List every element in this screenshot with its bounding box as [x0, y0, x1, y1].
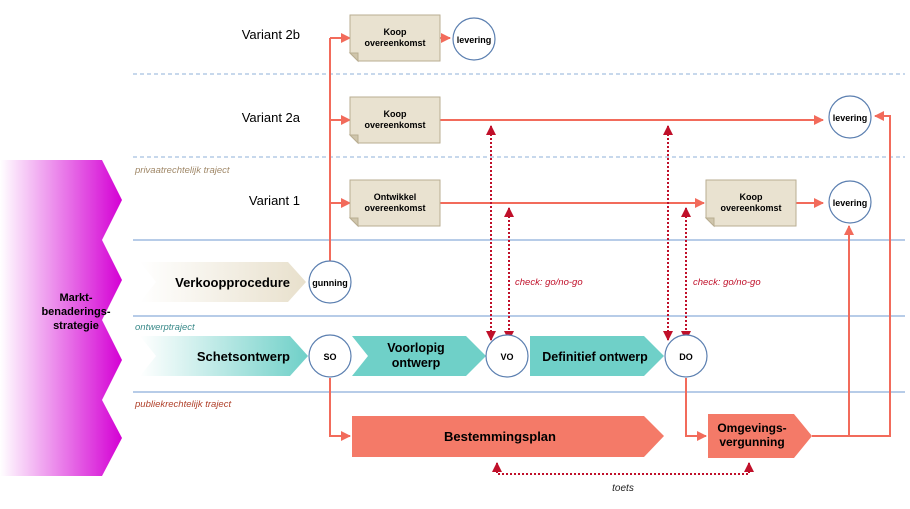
so-label: SO — [323, 352, 336, 362]
levering-2b-circle: levering — [452, 17, 496, 61]
toets-annotation: toets — [612, 483, 634, 494]
koop-1-label-line-1: Koop — [740, 192, 763, 202]
definitief-ontwerp-label: Definitief ontwerp — [542, 350, 648, 364]
gunning-circle: gunning — [308, 260, 352, 304]
koop-2a-label-line-2: overeenkomst — [364, 120, 425, 130]
schetsontwerp-label: Schetsontwerp — [197, 349, 290, 364]
bestemmingsplan-arrow: Bestemmingsplan — [352, 416, 664, 457]
sidebar-label: Markt-benaderings-strategie — [41, 292, 110, 332]
sidebar-label-line-2: benaderings- — [41, 306, 110, 318]
track-publiek-label: publiekrechtelijk traject — [134, 399, 231, 410]
check-annotation-1: check: go/no-go — [515, 277, 583, 288]
flow-do-omgevings — [685, 378, 707, 441]
sidebar-chevron — [0, 160, 122, 476]
levering-2a-circle: levering — [828, 95, 872, 139]
schetsontwerp-arrow: Schetsontwerp — [140, 336, 308, 376]
voorlopig-ontwerp-label-line-2: ontwerp — [392, 356, 441, 370]
so-circle: SO — [308, 334, 352, 378]
variant-2b-label: Variant 2b — [242, 27, 300, 42]
verkoopprocedure-arrow: Verkoopprocedure — [140, 262, 306, 302]
koop-2a-label-line-1: Koop — [384, 109, 407, 119]
vo-circle: VO — [485, 334, 529, 378]
flow-so-bestemmingsplan — [329, 378, 351, 441]
levering-1-circle: levering — [828, 180, 872, 224]
voorlopig-ontwerp-label-line-1: Voorlopig — [387, 341, 444, 355]
omgevingsvergunning-label-line-1: Omgevings- — [717, 421, 786, 435]
omgevingsvergunning-arrow: Omgevings-vergunning — [708, 414, 812, 458]
variant-2a-label: Variant 2a — [242, 110, 301, 125]
variant-1-label: Variant 1 — [249, 193, 300, 208]
sidebar-label-line-3: strategie — [53, 320, 99, 332]
do-label: DO — [679, 352, 693, 362]
do-circle: DO — [664, 334, 708, 378]
omgevingsvergunning-label-line-2: vergunning — [719, 435, 784, 449]
koop-1-label-line-2: overeenkomst — [720, 203, 781, 213]
flow-omgevings-levering2a — [849, 111, 891, 437]
vo-label: VO — [500, 352, 513, 362]
koop-2b-label-line-2: overeenkomst — [364, 38, 425, 48]
levering-2a-label: levering — [833, 113, 868, 123]
ontwikkel-1-label-line-2: overeenkomst — [364, 203, 425, 213]
ontwikkel-1-label-line-1: Ontwikkel — [374, 192, 417, 202]
gunning-label: gunning — [312, 278, 348, 288]
levering-2b-label: levering — [457, 35, 492, 45]
toets-line — [492, 462, 754, 475]
check-annotation-2: check: go/no-go — [693, 277, 761, 288]
sidebar-label-line-1: Markt- — [59, 292, 92, 304]
flow-omgevings-levering1 — [812, 225, 854, 437]
omgevingsvergunning-label: Omgevings-vergunning — [717, 421, 786, 449]
track-ontwerp-label: ontwerptraject — [135, 322, 195, 333]
koop-2b-label-line-1: Koop — [384, 27, 407, 37]
bestemmingsplan-label: Bestemmingsplan — [444, 429, 556, 444]
verkoopprocedure-label: Verkoopprocedure — [175, 275, 290, 290]
track-privaat-label: privaatrechtelijk traject — [134, 165, 230, 176]
levering-1-label: levering — [833, 198, 868, 208]
definitief-ontwerp-arrow: Definitief ontwerp — [530, 336, 664, 376]
